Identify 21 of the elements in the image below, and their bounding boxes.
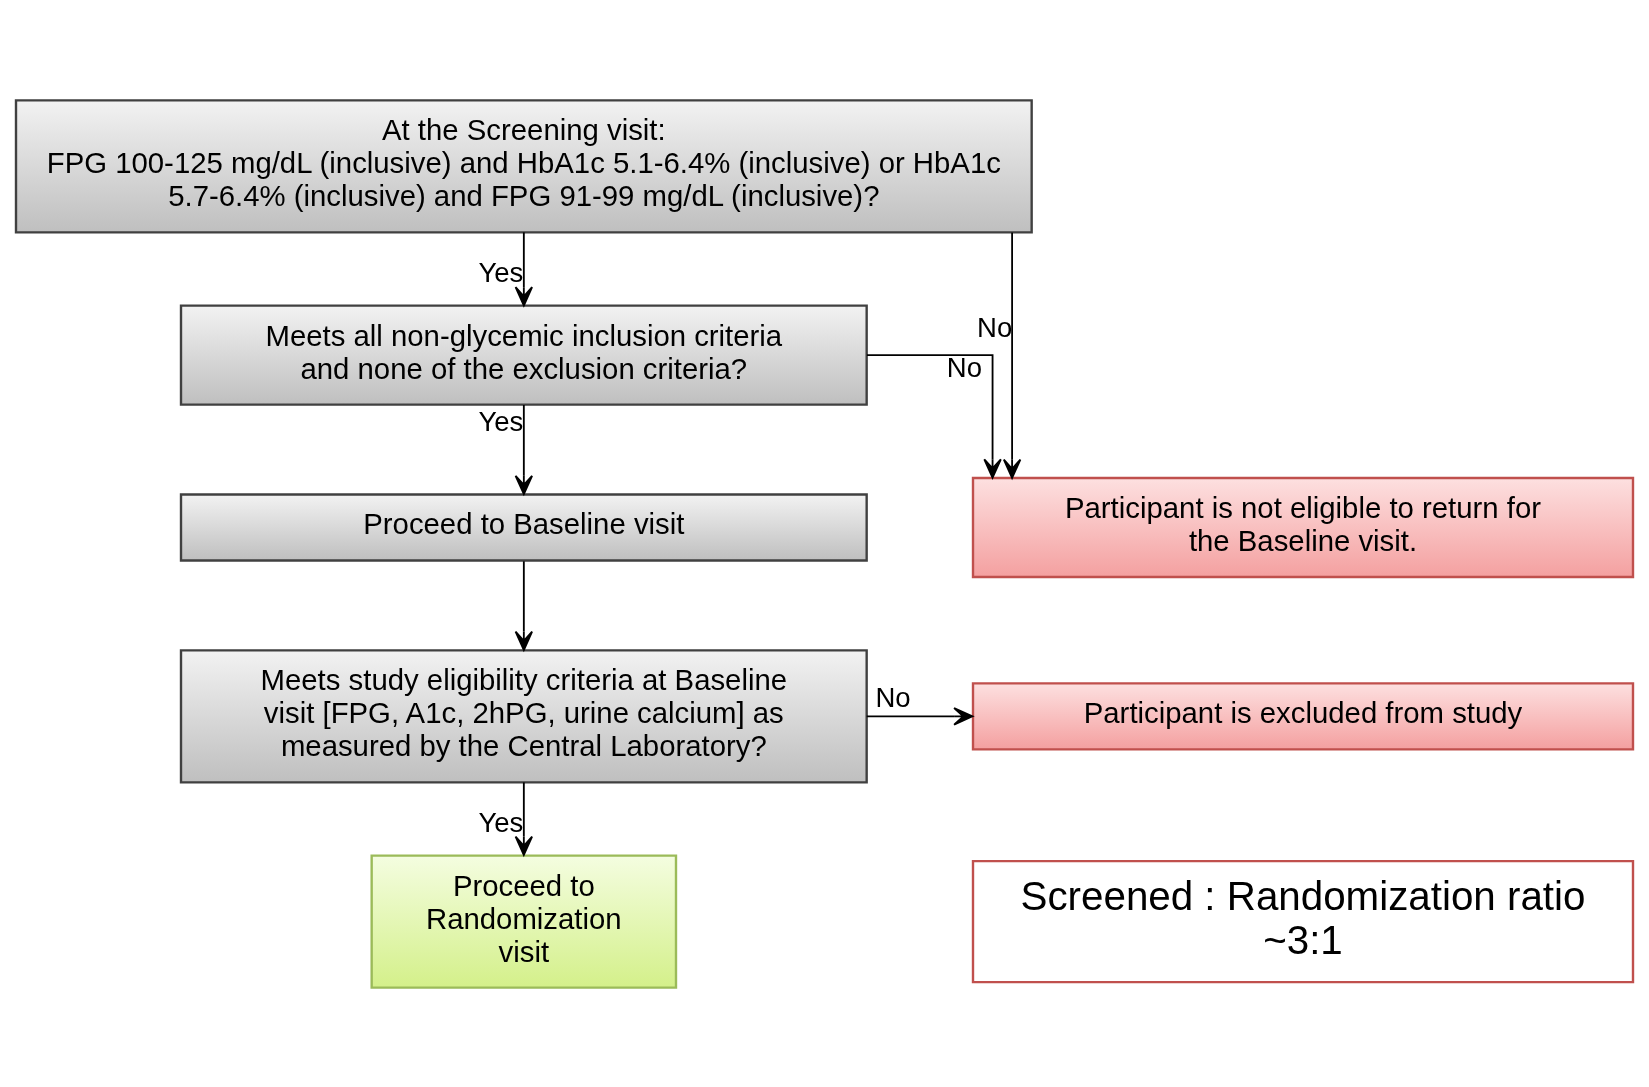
arrow	[1002, 231, 1022, 479]
arrow	[514, 559, 533, 651]
node-box: Screened : Randomization ratio ~3:1	[971, 859, 1635, 983]
edge-label: Yes	[478, 806, 524, 838]
edge-label: No	[946, 351, 982, 383]
arrow	[866, 353, 1002, 479]
node-box: Participant is excluded from study	[971, 681, 1635, 751]
node-box: Meets study eligibility criteria at Baseline visit [FPG, A1c, 2hPG, urine calcium] as measured by the Central Laboratory?	[179, 648, 868, 784]
node-box: Meets all non-glycemic inclusion criteria and none of the exclusion criteria?	[179, 304, 868, 406]
edge-label: Yes	[478, 405, 524, 437]
arrow	[514, 403, 533, 495]
arrow	[514, 781, 533, 856]
node-box: At the Screening visit: FPG 100-125 mg/dL (inclusive) and HbA1c 5.1-6.4% (inclusive) or HbA1c 5.7-6.4% (inclusive) and FPG 91-99 mg/dL (inclusive)?	[14, 98, 1033, 233]
arrow	[865, 706, 974, 725]
node-box: Proceed to Baseline visit	[179, 492, 868, 562]
edge-label: Yes	[478, 256, 524, 288]
node-box: Proceed to Randomization visit	[370, 853, 678, 989]
node-box: Participant is not eligible to return for the Baseline visit.	[971, 476, 1635, 578]
edge-label: No	[875, 681, 911, 713]
arrow	[514, 230, 533, 306]
edge-label: No	[977, 311, 1013, 343]
